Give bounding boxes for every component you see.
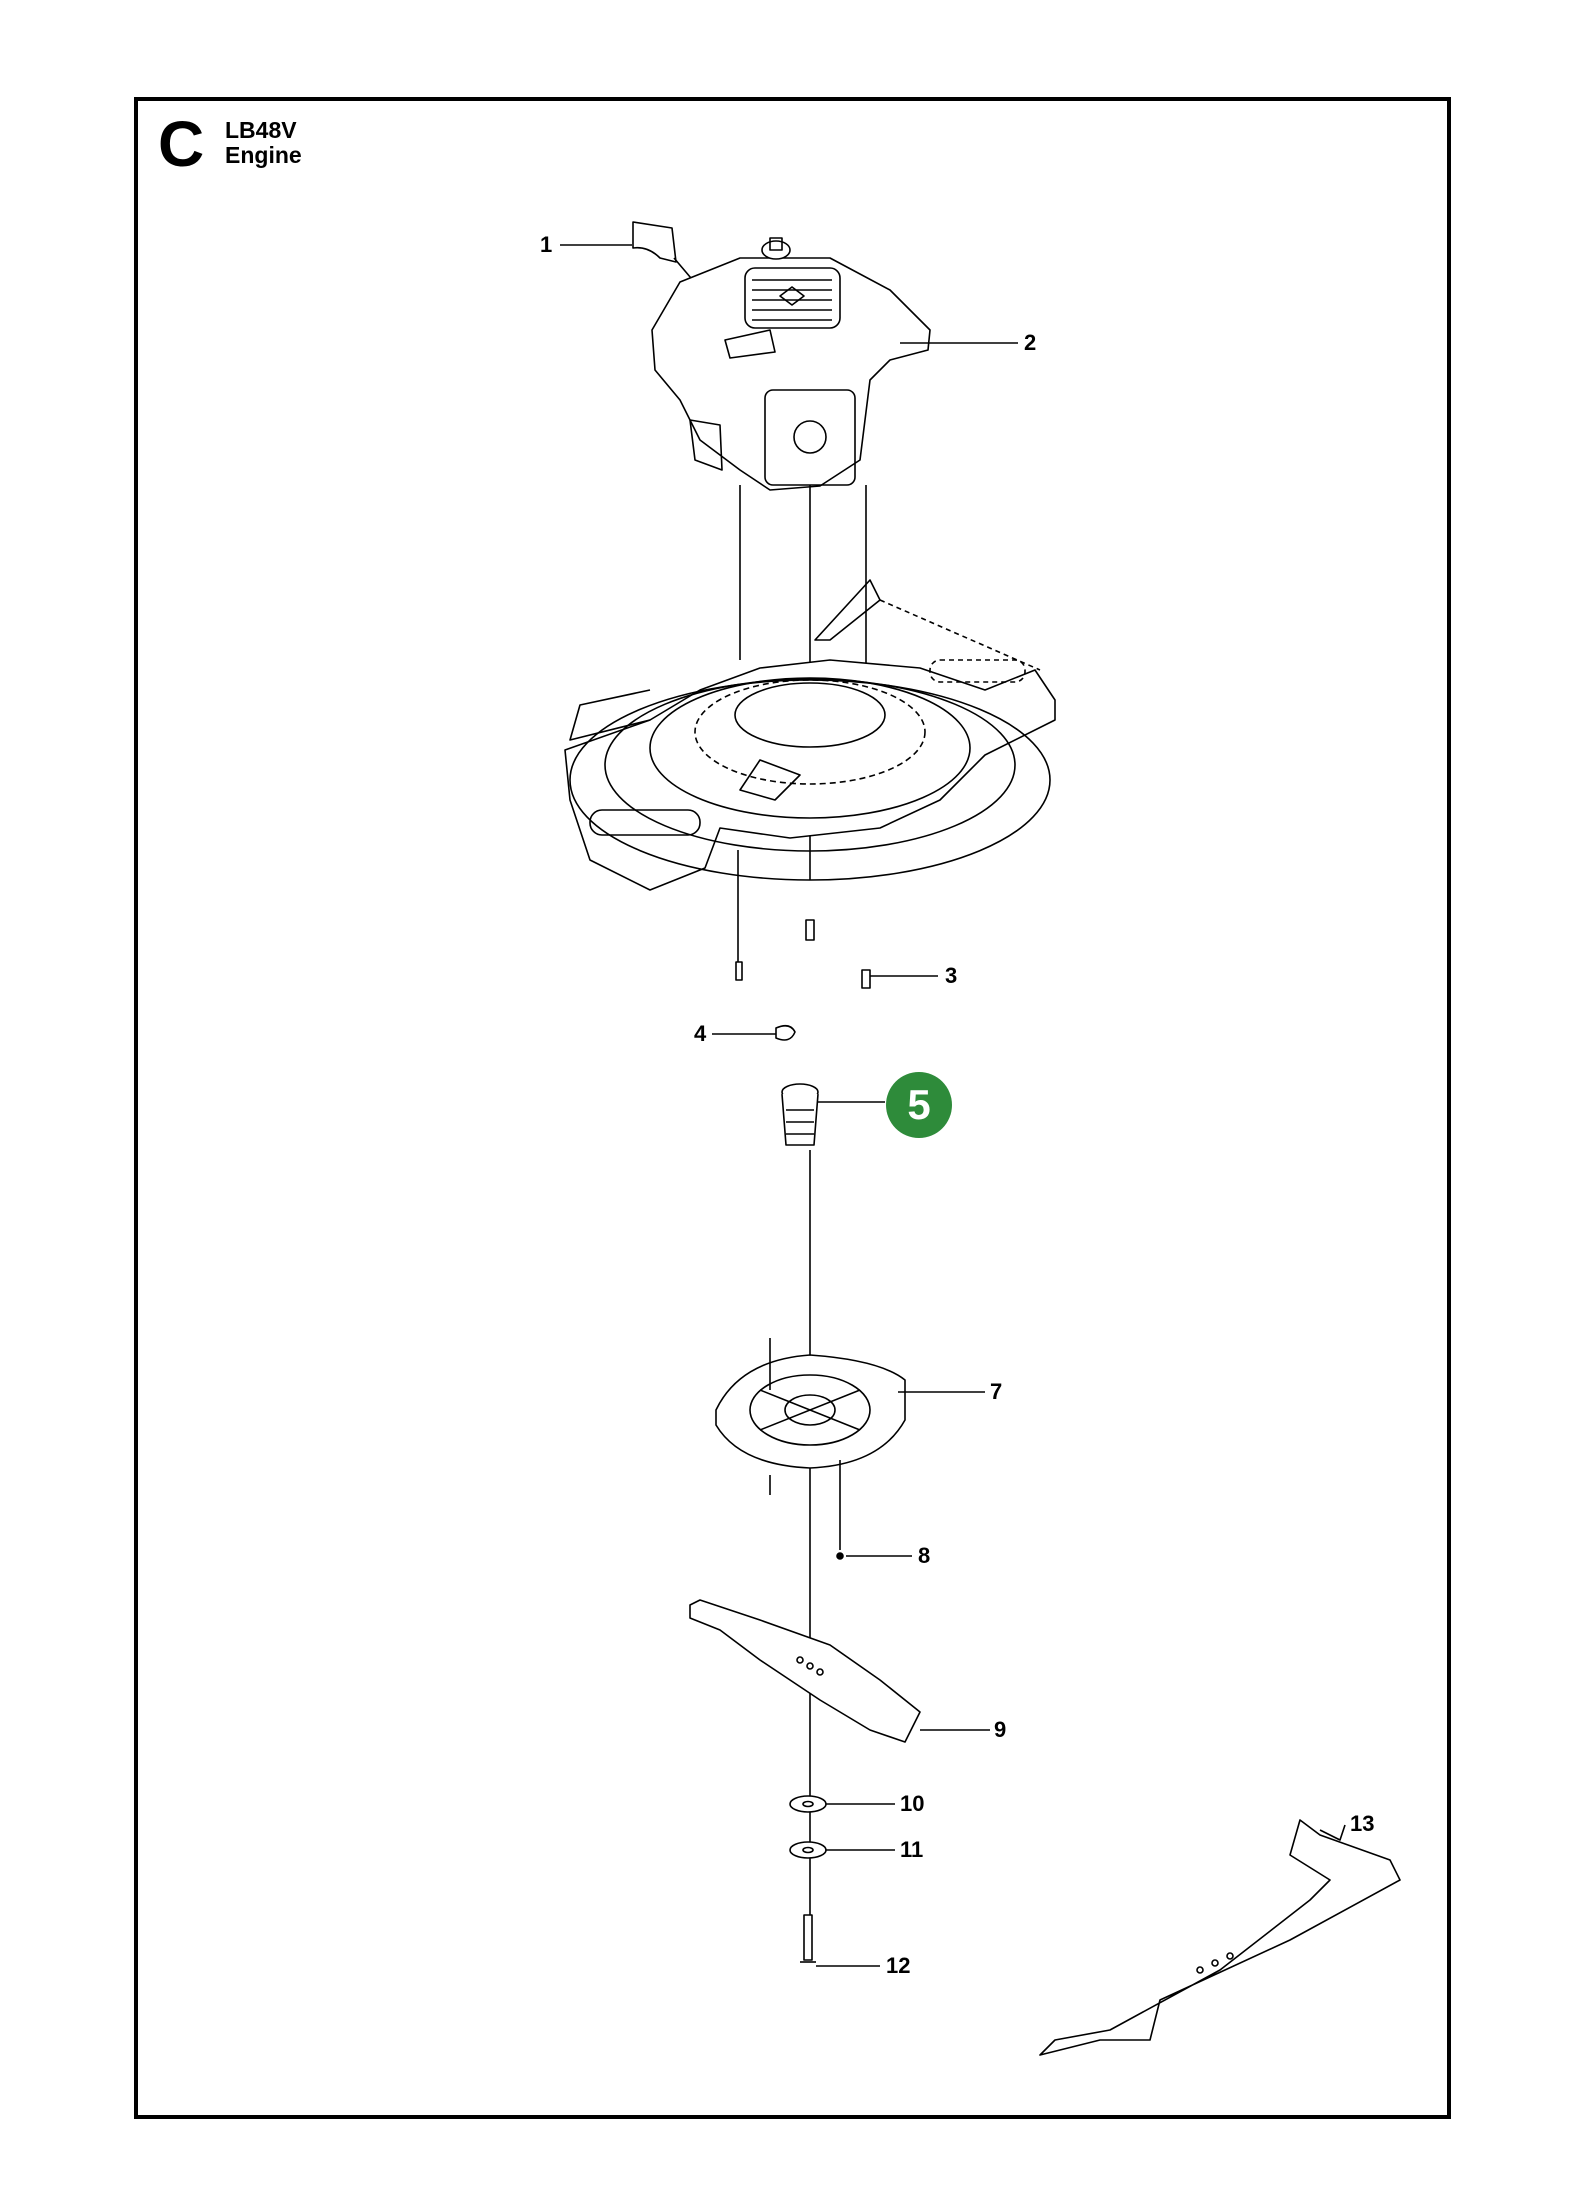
part-12-bolt	[800, 1914, 880, 1967]
part-4-key	[712, 1024, 796, 1041]
callout-8: 8	[918, 1543, 931, 1568]
part-11-washer	[789, 1841, 895, 1859]
callout-3: 3	[945, 963, 958, 988]
callout-12: 12	[886, 1953, 911, 1978]
model-label: LB48V	[225, 117, 297, 143]
part-5-adapter	[781, 1083, 885, 1960]
mower-deck	[564, 579, 1056, 970]
section-title: Engine	[225, 142, 302, 168]
part-1-label	[560, 221, 736, 331]
callout-9: 9	[994, 1717, 1007, 1742]
callout-5-highlighted: 5	[886, 1072, 952, 1138]
callout-7: 7	[990, 1379, 1003, 1404]
callout-13: 13	[1350, 1811, 1375, 1836]
callout-2: 2	[1024, 330, 1037, 355]
part-13-blade	[1039, 1819, 1401, 2056]
part-3-bolts	[735, 919, 938, 989]
part-8-screw	[836, 1460, 912, 1560]
section-letter: C	[158, 108, 205, 180]
part-10-washer	[789, 1795, 895, 1813]
callout-10: 10	[900, 1791, 925, 1816]
part-7-blade-hub	[715, 1338, 985, 1495]
diagram-frame	[134, 97, 1451, 2119]
callout-4: 4	[694, 1021, 707, 1046]
part-9-blade	[689, 1599, 990, 1743]
callout-1: 1	[540, 232, 553, 257]
callout-11: 11	[900, 1837, 924, 1862]
part-2-engine	[651, 237, 1018, 880]
